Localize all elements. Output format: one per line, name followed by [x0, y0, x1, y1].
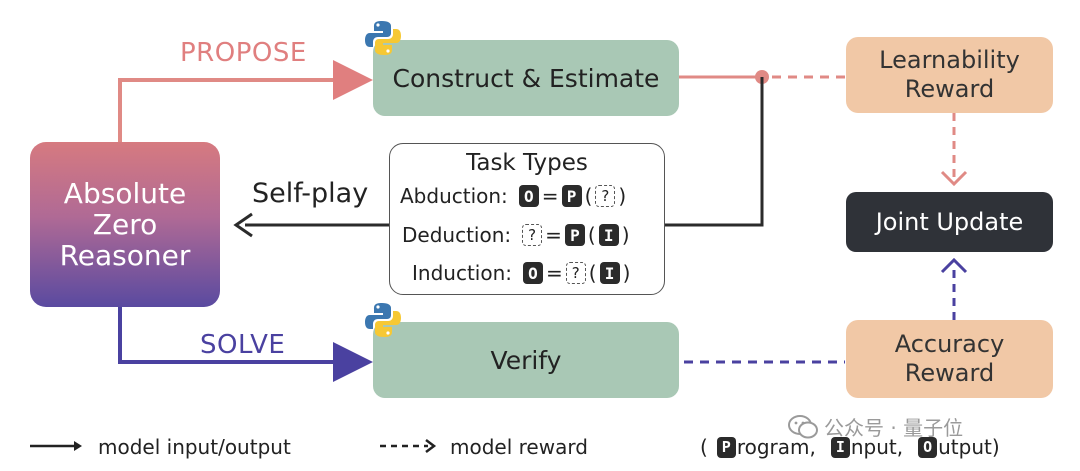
- legend-solid-label: model input/output: [98, 435, 291, 459]
- wechat-icon: [788, 414, 818, 438]
- abduction-row: Abduction: O = P ( ? ): [400, 184, 628, 208]
- azr-line-1: Absolute: [63, 177, 187, 210]
- legend-program-text: rogram,: [736, 435, 816, 459]
- learn-to-joint-head: [940, 170, 968, 187]
- legend-dashed-label: model reward: [450, 435, 588, 459]
- construct-estimate-box: Construct & Estimate: [373, 40, 679, 116]
- legend-dashed-head: [425, 439, 437, 453]
- deduction-label: Deduction:: [402, 223, 512, 247]
- left-paren: (: [587, 223, 596, 247]
- selfplay-label: Self-play: [252, 178, 369, 209]
- legend-program-chip: P: [716, 436, 736, 458]
- output-symbol: O: [518, 185, 539, 207]
- acc-line-1: Accuracy: [894, 330, 1005, 358]
- program-symbol: P: [561, 185, 582, 207]
- legend-input-chip: I: [830, 436, 850, 458]
- verify-label: Verify: [490, 345, 562, 375]
- right-paren: ): [622, 261, 631, 285]
- solve-label: SOLVE: [200, 330, 286, 360]
- legend-open-paren: (: [700, 435, 708, 459]
- deduction-row: Deduction: ? = P ( I ): [402, 223, 632, 247]
- output-symbol: O: [523, 262, 543, 284]
- selfplay-arrowhead: [233, 212, 253, 238]
- left-paren: (: [584, 184, 593, 208]
- construct-label: Construct & Estimate: [392, 63, 660, 93]
- right-paren: ): [621, 223, 630, 247]
- joint-label: Joint Update: [875, 208, 1024, 236]
- equals-sign: =: [541, 184, 559, 208]
- watermark-text: 公众号 · 量子位: [824, 416, 964, 440]
- learnability-reward-box: Learnability Reward: [846, 37, 1053, 113]
- input-symbol: I: [598, 224, 619, 246]
- legend-input-text: nput,: [850, 435, 904, 459]
- acc-line-2: Reward: [904, 359, 995, 387]
- input-symbol: I: [599, 262, 620, 284]
- absolute-zero-reasoner-box: Absolute Zero Reasoner: [30, 142, 220, 307]
- watermark: 公众号 · 量子位: [788, 412, 963, 441]
- task-types-box: Task Types Abduction: O = P ( ? ) Deduct…: [389, 143, 665, 295]
- equals-sign: =: [546, 261, 563, 285]
- program-symbol: P: [564, 224, 585, 246]
- verify-box: Verify: [373, 322, 679, 398]
- legend-output-chip: O: [918, 436, 938, 458]
- learn-line-1: Learnability: [879, 46, 1020, 74]
- unknown-symbol: ?: [595, 185, 616, 207]
- legend-output-text: utput): [938, 435, 1000, 459]
- legend-solid-head: [74, 441, 82, 451]
- azr-line-3: Reasoner: [59, 239, 191, 272]
- right-paren: ): [618, 184, 627, 208]
- azr-line-2: Zero: [92, 208, 158, 241]
- acc-to-joint-head: [940, 257, 968, 274]
- accuracy-reward-box: Accuracy Reward: [846, 320, 1053, 398]
- unknown-symbol: ?: [565, 262, 586, 284]
- joint-update-box: Joint Update: [846, 192, 1053, 252]
- legend-symbols: ( P rogram, I nput, O utput): [700, 435, 1000, 459]
- propose-arrow: [118, 60, 373, 142]
- junction-to-tasks: [665, 77, 764, 227]
- abduction-label: Abduction:: [400, 184, 508, 208]
- python-icon: [365, 21, 401, 55]
- propose-label: PROPOSE: [180, 38, 307, 68]
- python-icon: [365, 303, 401, 337]
- equals-sign: =: [545, 223, 562, 247]
- unknown-symbol: ?: [522, 224, 543, 246]
- solve-arrow: [118, 307, 373, 382]
- learn-line-2: Reward: [904, 75, 995, 103]
- induction-label: Induction:: [412, 261, 512, 285]
- task-types-title: Task Types: [466, 150, 588, 176]
- induction-row: Induction: O = ? ( I ): [412, 261, 632, 285]
- left-paren: (: [588, 261, 597, 285]
